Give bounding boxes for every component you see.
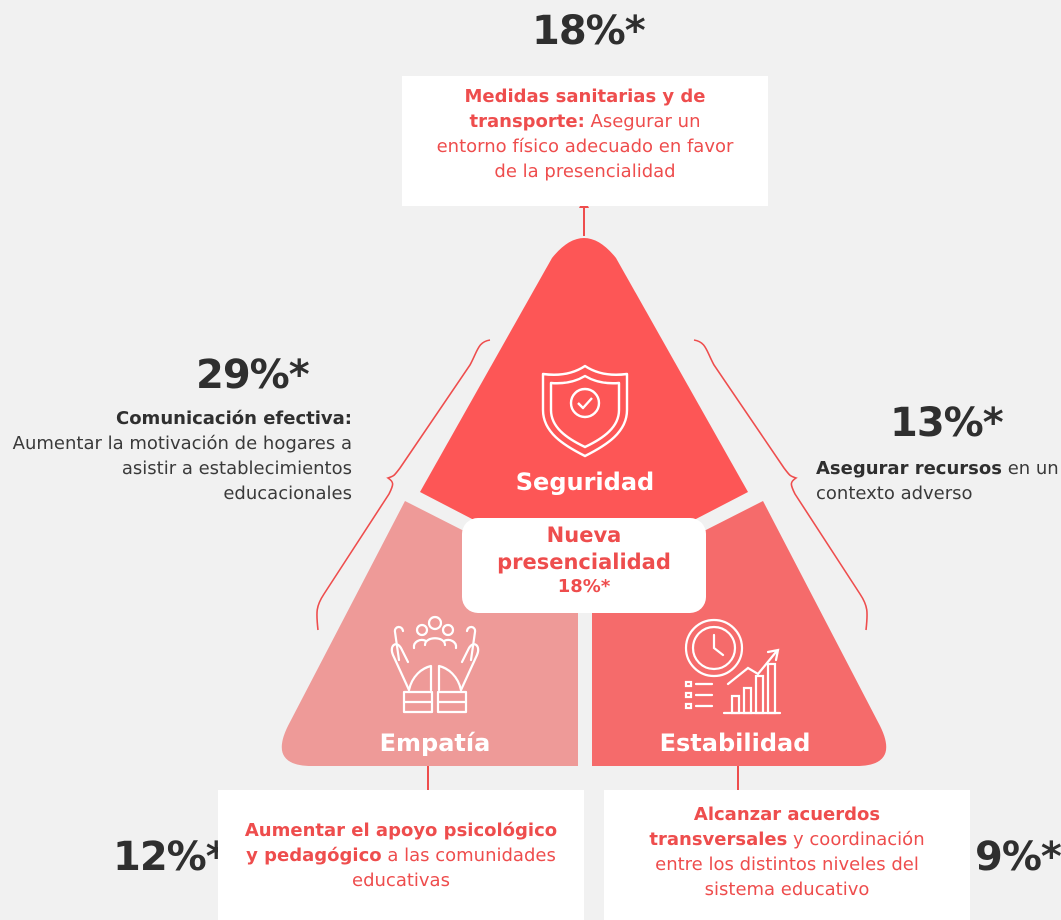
- clock-growth-icon: [684, 618, 782, 715]
- top-percent: 18%*: [532, 8, 646, 54]
- bottom-right-percent: 9%*: [975, 834, 1061, 880]
- right-percent: 13%*: [890, 400, 1004, 446]
- shield-check-icon: [541, 364, 629, 458]
- bottom-left-text: a las comunidades educativas: [352, 845, 556, 891]
- left-bold: Comunicación efectiva:: [115, 408, 352, 429]
- segment-label-estabilidad: Estabilidad: [660, 729, 811, 757]
- left-block: Comunicación efectiva: Aumentar la motiv…: [8, 406, 352, 506]
- bottom-left-percent: 12%*: [113, 834, 227, 880]
- center-box: Nueva presencialidad 18%*: [462, 518, 706, 613]
- center-line3: 18%*: [557, 576, 611, 597]
- hands-community-icon: [390, 615, 480, 714]
- top-box: Medidas sanitarias y de transporte: Aseg…: [402, 76, 768, 206]
- segment-seguridad: [420, 238, 748, 520]
- right-bold: Asegurar recursos: [816, 458, 1002, 479]
- bracket-right: [693, 339, 868, 631]
- center-line2: presencialidad: [497, 550, 671, 574]
- bottom-right-box: Alcanzar acuerdos transversales y coordi…: [604, 790, 970, 920]
- segment-label-empatia: Empatía: [380, 729, 491, 757]
- bracket-left: [316, 339, 491, 631]
- bottom-left-bold: Aumentar el apoyo psicológico y pedagógi…: [244, 820, 558, 866]
- top-text: Asegurar un entorno físico adecuado en f…: [436, 111, 734, 182]
- segment-label-seguridad: Seguridad: [516, 468, 654, 496]
- right-text: en un contexto adverso: [816, 458, 1059, 504]
- top-bold: Medidas sanitarias y de transporte:: [464, 86, 706, 132]
- left-percent: 29%*: [196, 352, 310, 398]
- center-line1: Nueva: [546, 523, 622, 547]
- bottom-right-text: y coordinación entre los distintos nivel…: [655, 829, 925, 900]
- bottom-right-bold: Alcanzar acuerdos transversales: [649, 804, 881, 850]
- left-text: Aumentar la motivación de hogares a asis…: [12, 433, 352, 504]
- bottom-left-box: Aumentar el apoyo psicológico y pedagógi…: [218, 790, 584, 920]
- right-block: Asegurar recursos en un contexto adverso: [816, 456, 1061, 506]
